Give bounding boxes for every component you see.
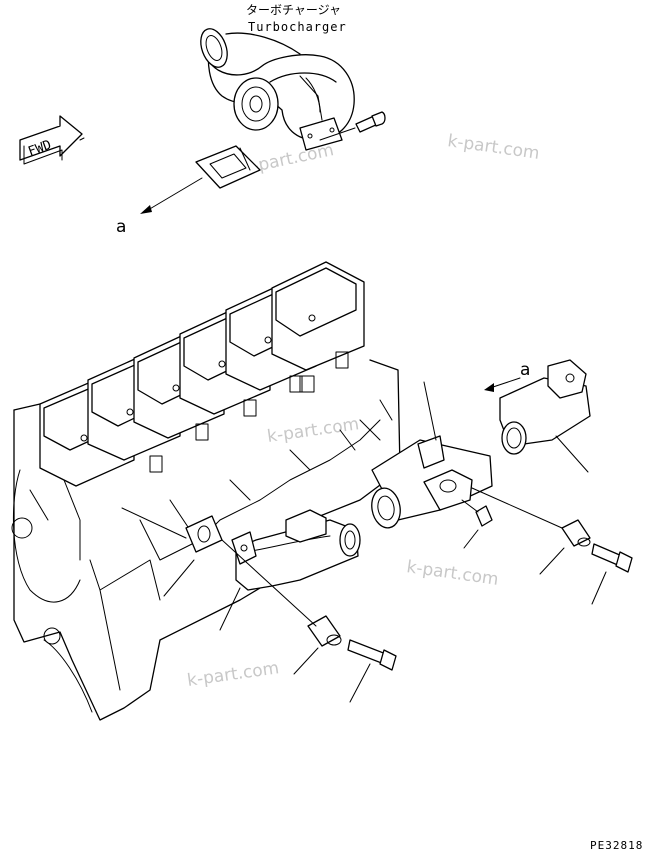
watermark: k-part.com [405, 557, 499, 590]
assembly-line [471, 487, 563, 529]
arrowhead [484, 383, 494, 392]
leader-line-a-top [147, 177, 203, 211]
callout-a-left: a [116, 217, 126, 237]
assembly-line [461, 499, 479, 513]
callout-leader [591, 571, 607, 605]
watermark: k-part.com [186, 658, 280, 691]
bolt-lower [347, 639, 397, 671]
watermark: k-part.com [446, 131, 540, 164]
callout-leader [539, 547, 565, 575]
turbocharger-label-en: Turbocharger [248, 20, 347, 34]
exhaust-manifold-front [231, 509, 361, 591]
turbo-bolt [319, 111, 386, 141]
turbocharger [200, 28, 355, 151]
drawing-code: PE32818 [590, 839, 643, 852]
callout-a-right: a [520, 360, 530, 380]
plug-nipple [475, 505, 493, 527]
spacer-lower [307, 615, 342, 647]
cylinder-head-6 [271, 261, 365, 393]
arrowhead [140, 205, 152, 214]
callout-leader [349, 663, 371, 703]
callout-leader [423, 381, 437, 441]
callout-leader [163, 559, 195, 597]
assembly-line [121, 507, 187, 539]
turbocharger-label-jp: ターボチャージャ [246, 3, 341, 17]
leader-line-a-right [489, 377, 521, 389]
bolt-right [591, 543, 633, 573]
callout-leader [555, 435, 589, 473]
manifold-gasket-lower [185, 515, 223, 553]
engine-block [11, 261, 401, 721]
assembly-line [221, 539, 317, 627]
exhaust-manifold-middle [371, 435, 493, 529]
watermark: k-part.com [266, 414, 360, 447]
exhaust-manifold-rear [499, 359, 591, 455]
callout-leader [219, 587, 241, 631]
spacer-right [561, 519, 591, 547]
turbo-gasket [195, 145, 261, 189]
callout-leader [293, 647, 319, 675]
fwd-arrow: FWD [19, 115, 85, 165]
callout-leader [463, 529, 479, 549]
